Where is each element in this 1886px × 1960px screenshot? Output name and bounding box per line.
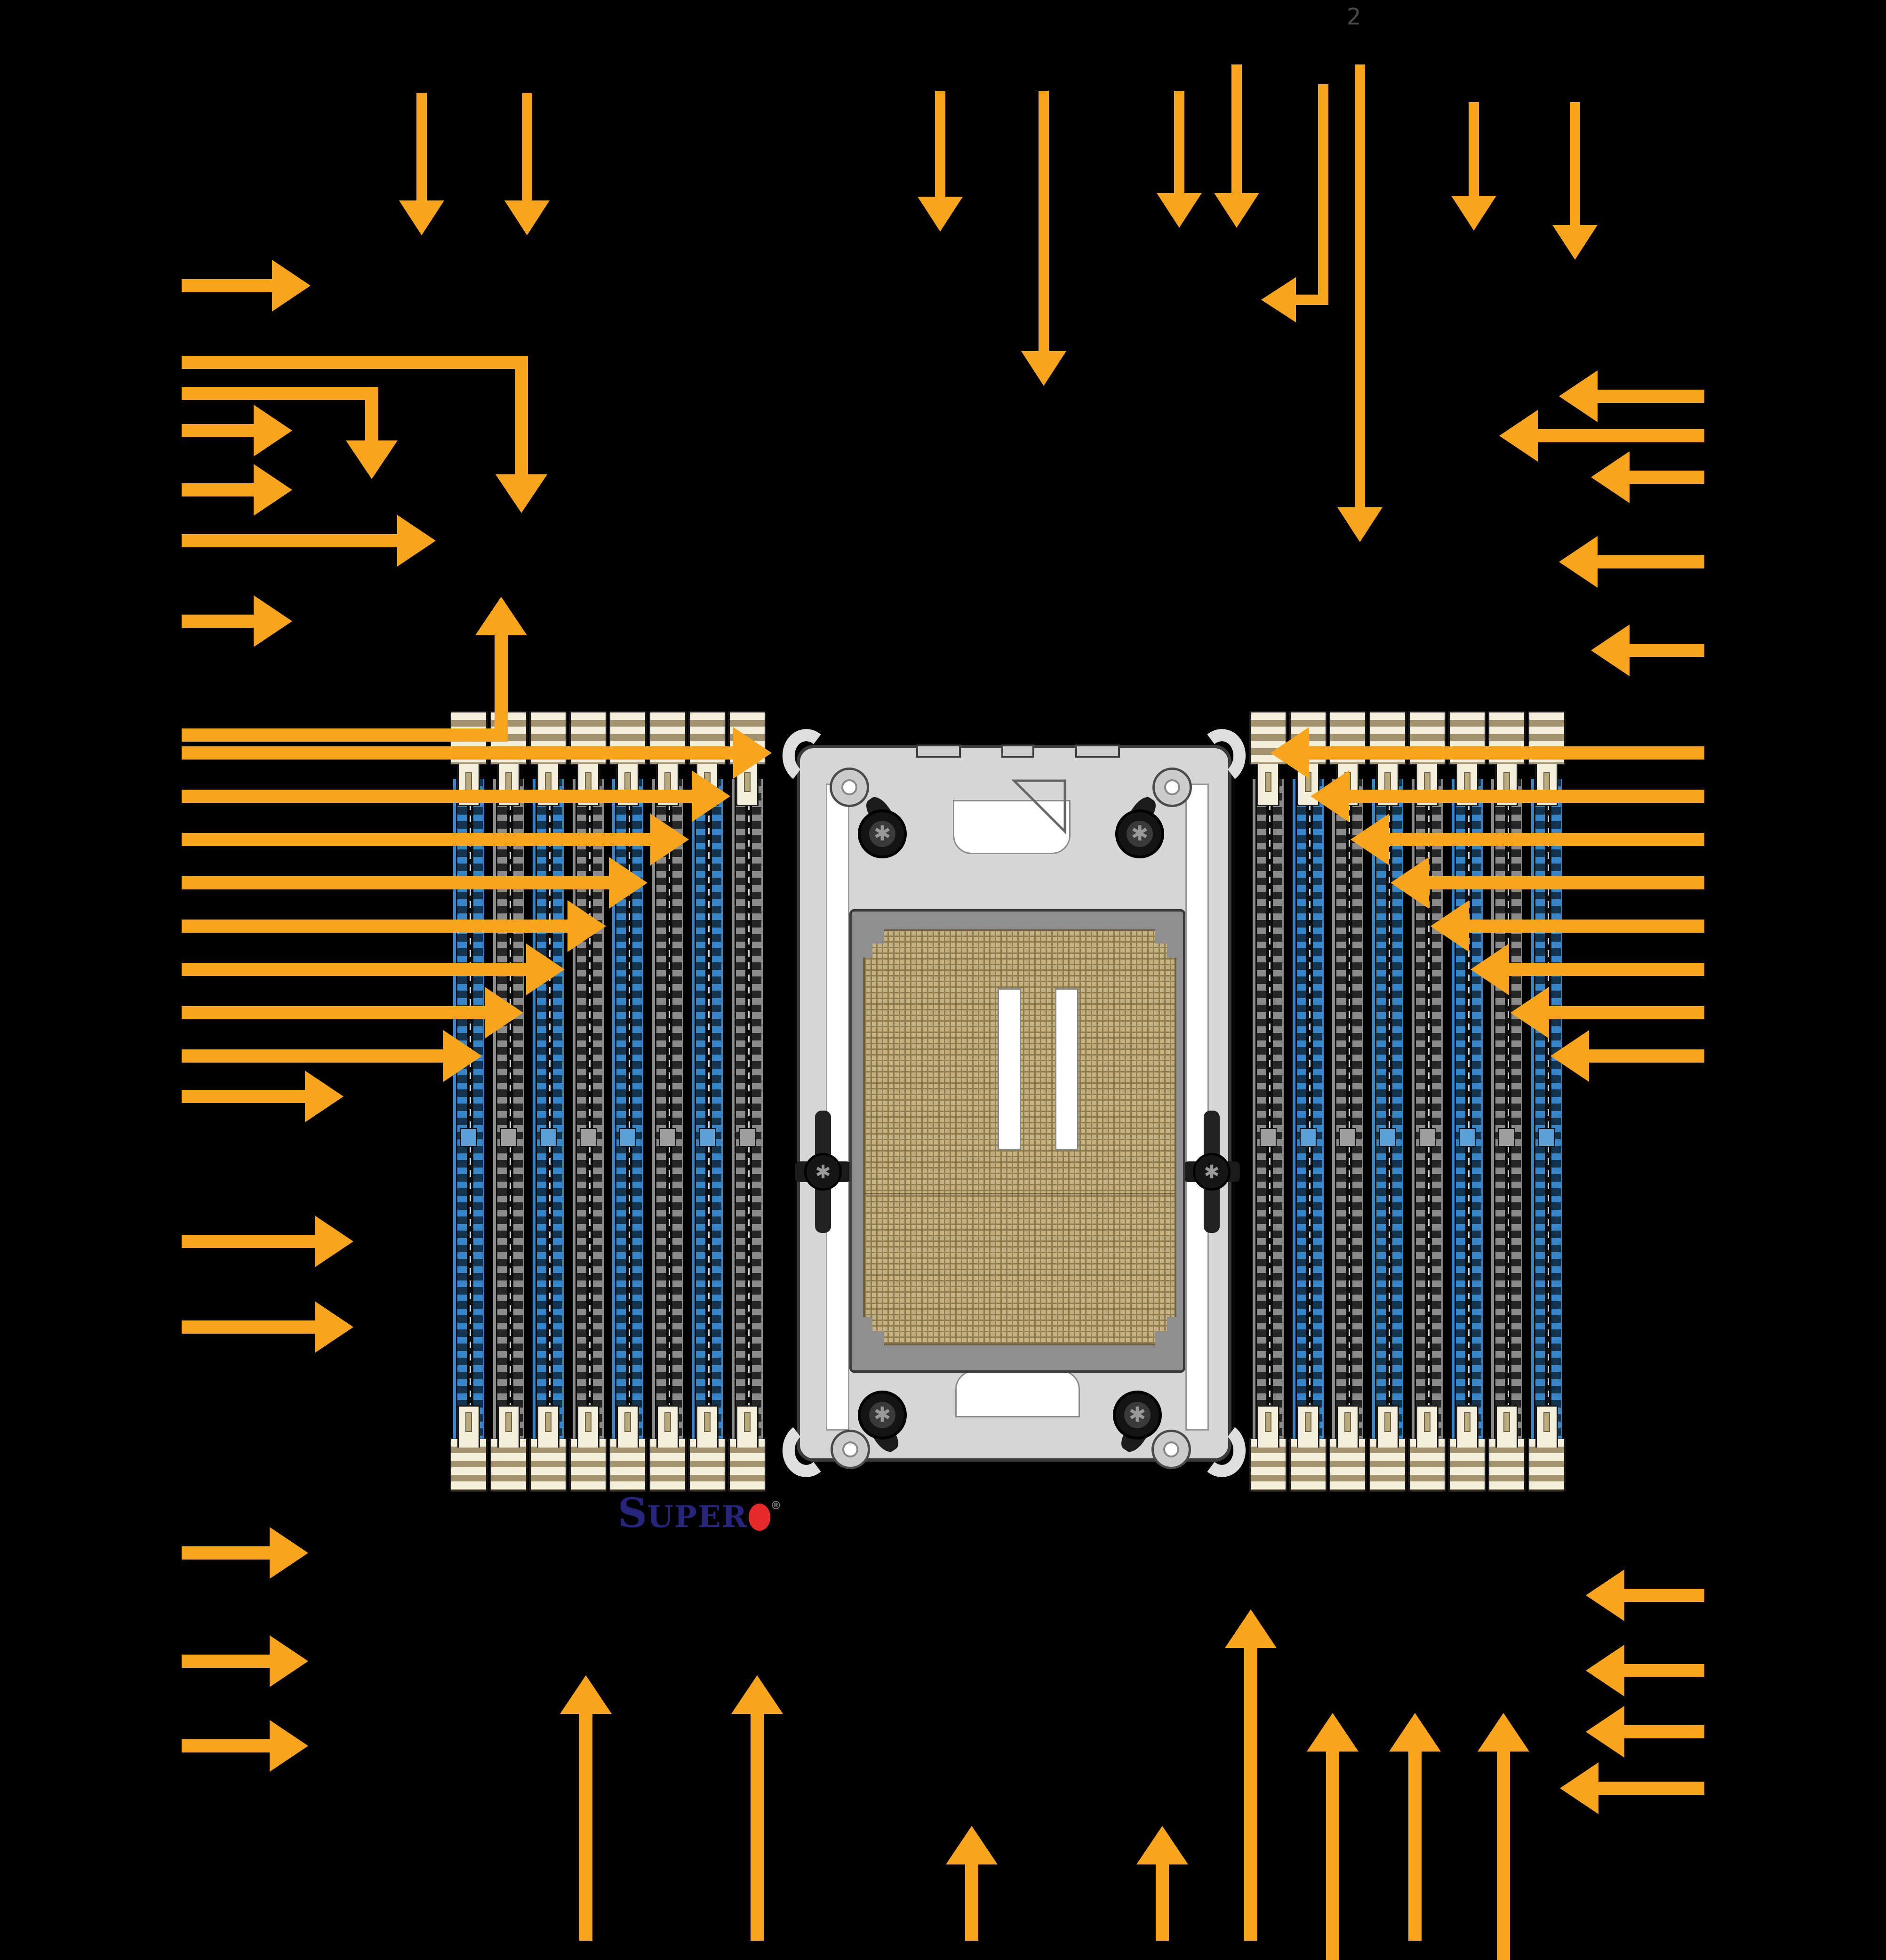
dimm-slot-gray <box>569 711 607 1493</box>
dimm-slot-blue <box>609 711 647 1493</box>
dimm-slot-blue <box>1448 711 1486 1493</box>
dimm-slot-gray <box>1408 711 1446 1493</box>
dimm-slot-gray <box>728 711 766 1493</box>
socket-torx-screw-icon: ✱ <box>1113 1391 1162 1456</box>
logo-registered-mark: ® <box>770 1499 782 1512</box>
socket-top-tab <box>916 744 961 758</box>
dimm-slot-blue <box>1527 711 1566 1493</box>
socket-seam <box>865 1193 1175 1194</box>
supermicro-logo: SUPER® <box>618 1493 782 1535</box>
socket-top-cutout <box>953 800 1071 854</box>
dimm-slot-blue <box>1289 711 1327 1493</box>
socket-bottom-cutout <box>955 1370 1080 1417</box>
socket-eyelet <box>831 1430 870 1469</box>
dimm-slot-gray <box>1488 711 1526 1493</box>
dimm-slot-gray <box>1249 711 1287 1493</box>
socket-cam-lock-icon: ✱ <box>795 1111 851 1233</box>
socket-key-slot <box>1055 988 1079 1150</box>
pin1-triangle-icon <box>1012 779 1066 835</box>
socket-torx-screw-icon: ✱ <box>1115 793 1164 858</box>
dimm-slot-blue <box>529 711 567 1493</box>
stray-glyph: 2 <box>1347 4 1361 30</box>
cpu-socket: ✱ ✱ ✱ ✱ ✱ ✱ <box>779 726 1249 1480</box>
logo-red-o-icon <box>749 1504 771 1531</box>
socket-top-tab <box>1001 744 1034 758</box>
socket-key-slot <box>998 988 1021 1150</box>
socket-cam-lock-icon: ✱ <box>1183 1111 1240 1233</box>
logo-text: S <box>618 1489 647 1537</box>
socket-torx-screw-icon: ✱ <box>858 793 907 858</box>
dimm-slot-blue <box>688 711 726 1493</box>
socket-rail <box>826 784 849 1431</box>
socket-torx-screw-icon: ✱ <box>858 1391 907 1456</box>
socket-pin-array <box>863 929 1176 1345</box>
dimm-slot-blue <box>450 711 487 1493</box>
socket-top-tab <box>1075 744 1120 758</box>
socket-rail <box>1185 784 1209 1431</box>
socket-inner-frame <box>849 909 1185 1373</box>
socket-eyelet <box>1151 1430 1191 1469</box>
logo-text: UPER <box>647 1499 748 1535</box>
socket-eyelet <box>1152 768 1192 807</box>
socket-frame: ✱ ✱ ✱ ✱ ✱ ✱ <box>795 744 1240 1469</box>
dimm-slot-gray <box>489 711 527 1493</box>
socket-eyelet <box>830 768 869 807</box>
